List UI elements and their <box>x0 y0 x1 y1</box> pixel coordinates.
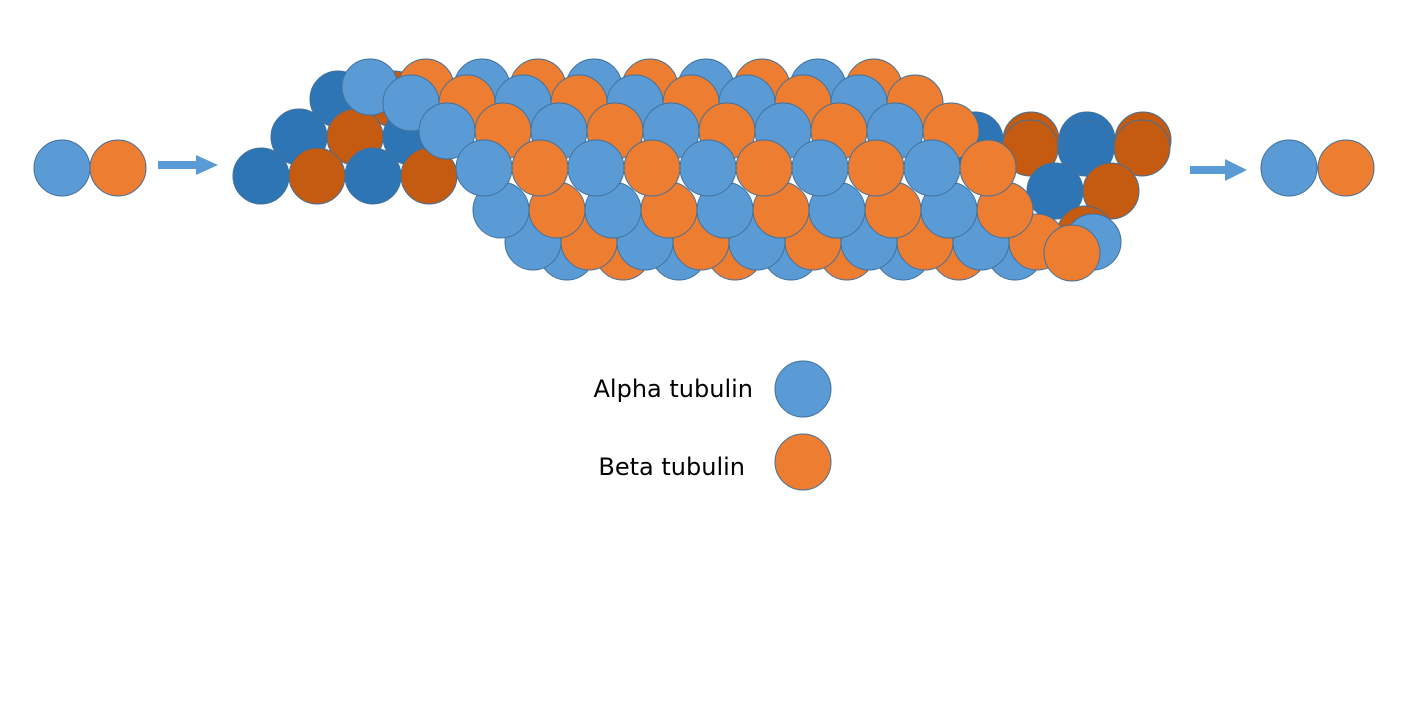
alpha-tubulin-subunit <box>232 147 290 205</box>
beta-tubulin-subunit <box>1043 224 1101 282</box>
microtubule-lattice <box>232 58 1172 282</box>
alpha-tubulin-subunit <box>344 147 402 205</box>
alpha-tubulin-subunit <box>903 139 961 197</box>
beta-tubulin-subunit <box>959 139 1017 197</box>
beta-tubulin-subunit <box>1113 119 1171 177</box>
alpha-tubulin-subunit <box>33 139 91 197</box>
alpha-tubulin-subunit <box>791 139 849 197</box>
beta-tubulin-subunit <box>288 147 346 205</box>
incoming-tubulin-dimer <box>33 139 147 197</box>
beta-tubulin-subunit <box>735 139 793 197</box>
released-tubulin-dimer <box>1260 139 1375 197</box>
legend: Alpha tubulin Beta tubulin <box>594 360 832 491</box>
disassembly-arrow-icon <box>1190 159 1247 181</box>
beta-tubulin-subunit <box>1082 162 1140 220</box>
assembly-arrow-icon <box>158 155 218 175</box>
legend-alpha-swatch <box>774 360 832 418</box>
legend-beta-label: Beta tubulin <box>598 453 745 481</box>
alpha-tubulin-subunit <box>1260 139 1318 197</box>
beta-tubulin-subunit <box>1317 139 1375 197</box>
beta-tubulin-subunit <box>511 139 569 197</box>
beta-tubulin-subunit <box>847 139 905 197</box>
alpha-tubulin-subunit <box>455 139 513 197</box>
alpha-tubulin-subunit <box>679 139 737 197</box>
legend-beta-swatch <box>774 433 832 491</box>
beta-tubulin-subunit <box>623 139 681 197</box>
legend-alpha-label: Alpha tubulin <box>594 375 753 403</box>
alpha-tubulin-subunit <box>567 139 625 197</box>
beta-tubulin-subunit <box>89 139 147 197</box>
